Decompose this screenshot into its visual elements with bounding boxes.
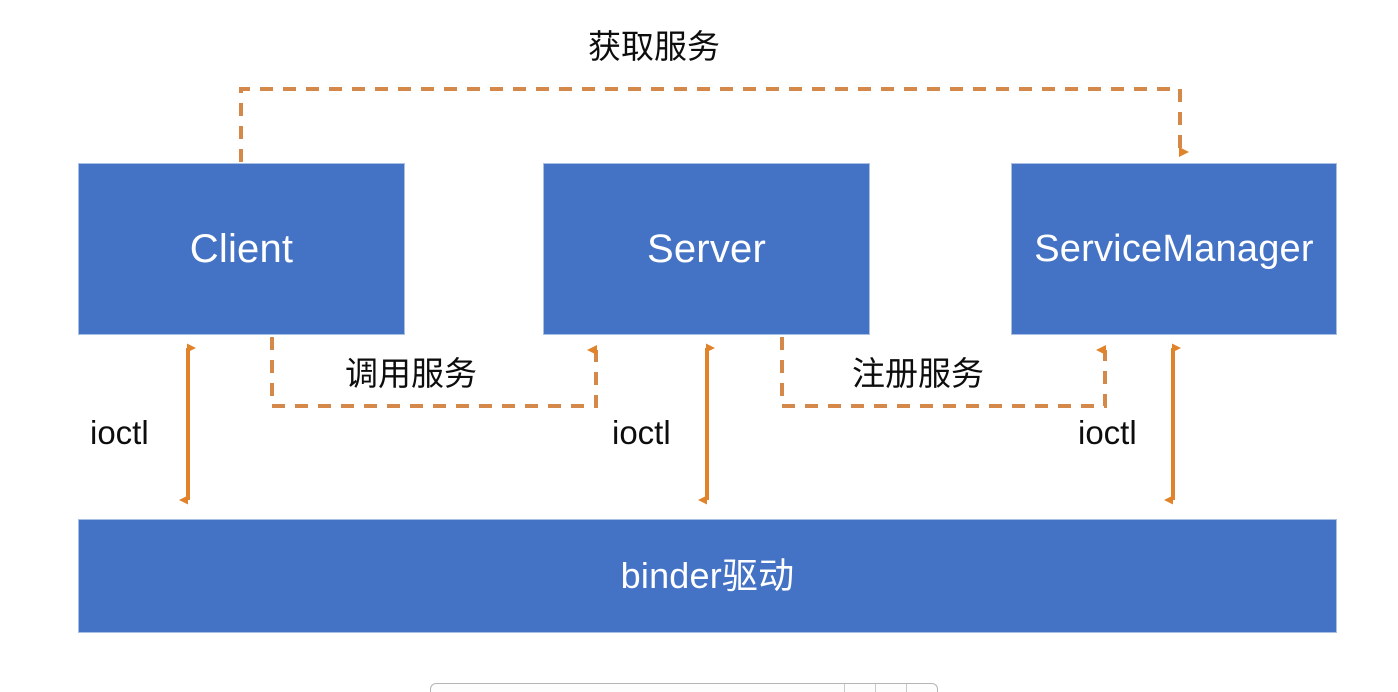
node-service-manager[interactable]: ServiceManager: [1011, 163, 1337, 335]
edge-label-get-service: 获取服务: [588, 28, 720, 65]
edge-get-service: [239, 87, 1189, 162]
bottom-toolbar[interactable]: [430, 683, 938, 692]
toolbar-cell[interactable]: [876, 684, 906, 692]
edge-label-call-service: 调用服务: [345, 355, 477, 392]
toolbar-divider: [875, 684, 876, 692]
node-server[interactable]: Server: [543, 163, 870, 335]
toolbar-divider: [906, 684, 907, 692]
node-client[interactable]: Client: [78, 163, 405, 335]
toolbar-divider: [844, 684, 845, 692]
toolbar-cell[interactable]: [845, 684, 875, 692]
node-server-label: Server: [646, 227, 766, 271]
edge-label-register-service: 注册服务: [852, 355, 984, 392]
node-client-label: Client: [189, 227, 294, 271]
edge-label-ioctl-service-manager: ioctl: [1078, 414, 1137, 451]
edge-label-ioctl-server: ioctl: [612, 414, 671, 451]
node-binder-driver[interactable]: binder驱动: [78, 519, 1337, 633]
edge-label-ioctl-client: ioctl: [90, 414, 149, 451]
toolbar-cell[interactable]: [907, 684, 937, 692]
node-binder-driver-label: binder驱动: [620, 555, 795, 596]
node-service-manager-label: ServiceManager: [1034, 228, 1314, 270]
